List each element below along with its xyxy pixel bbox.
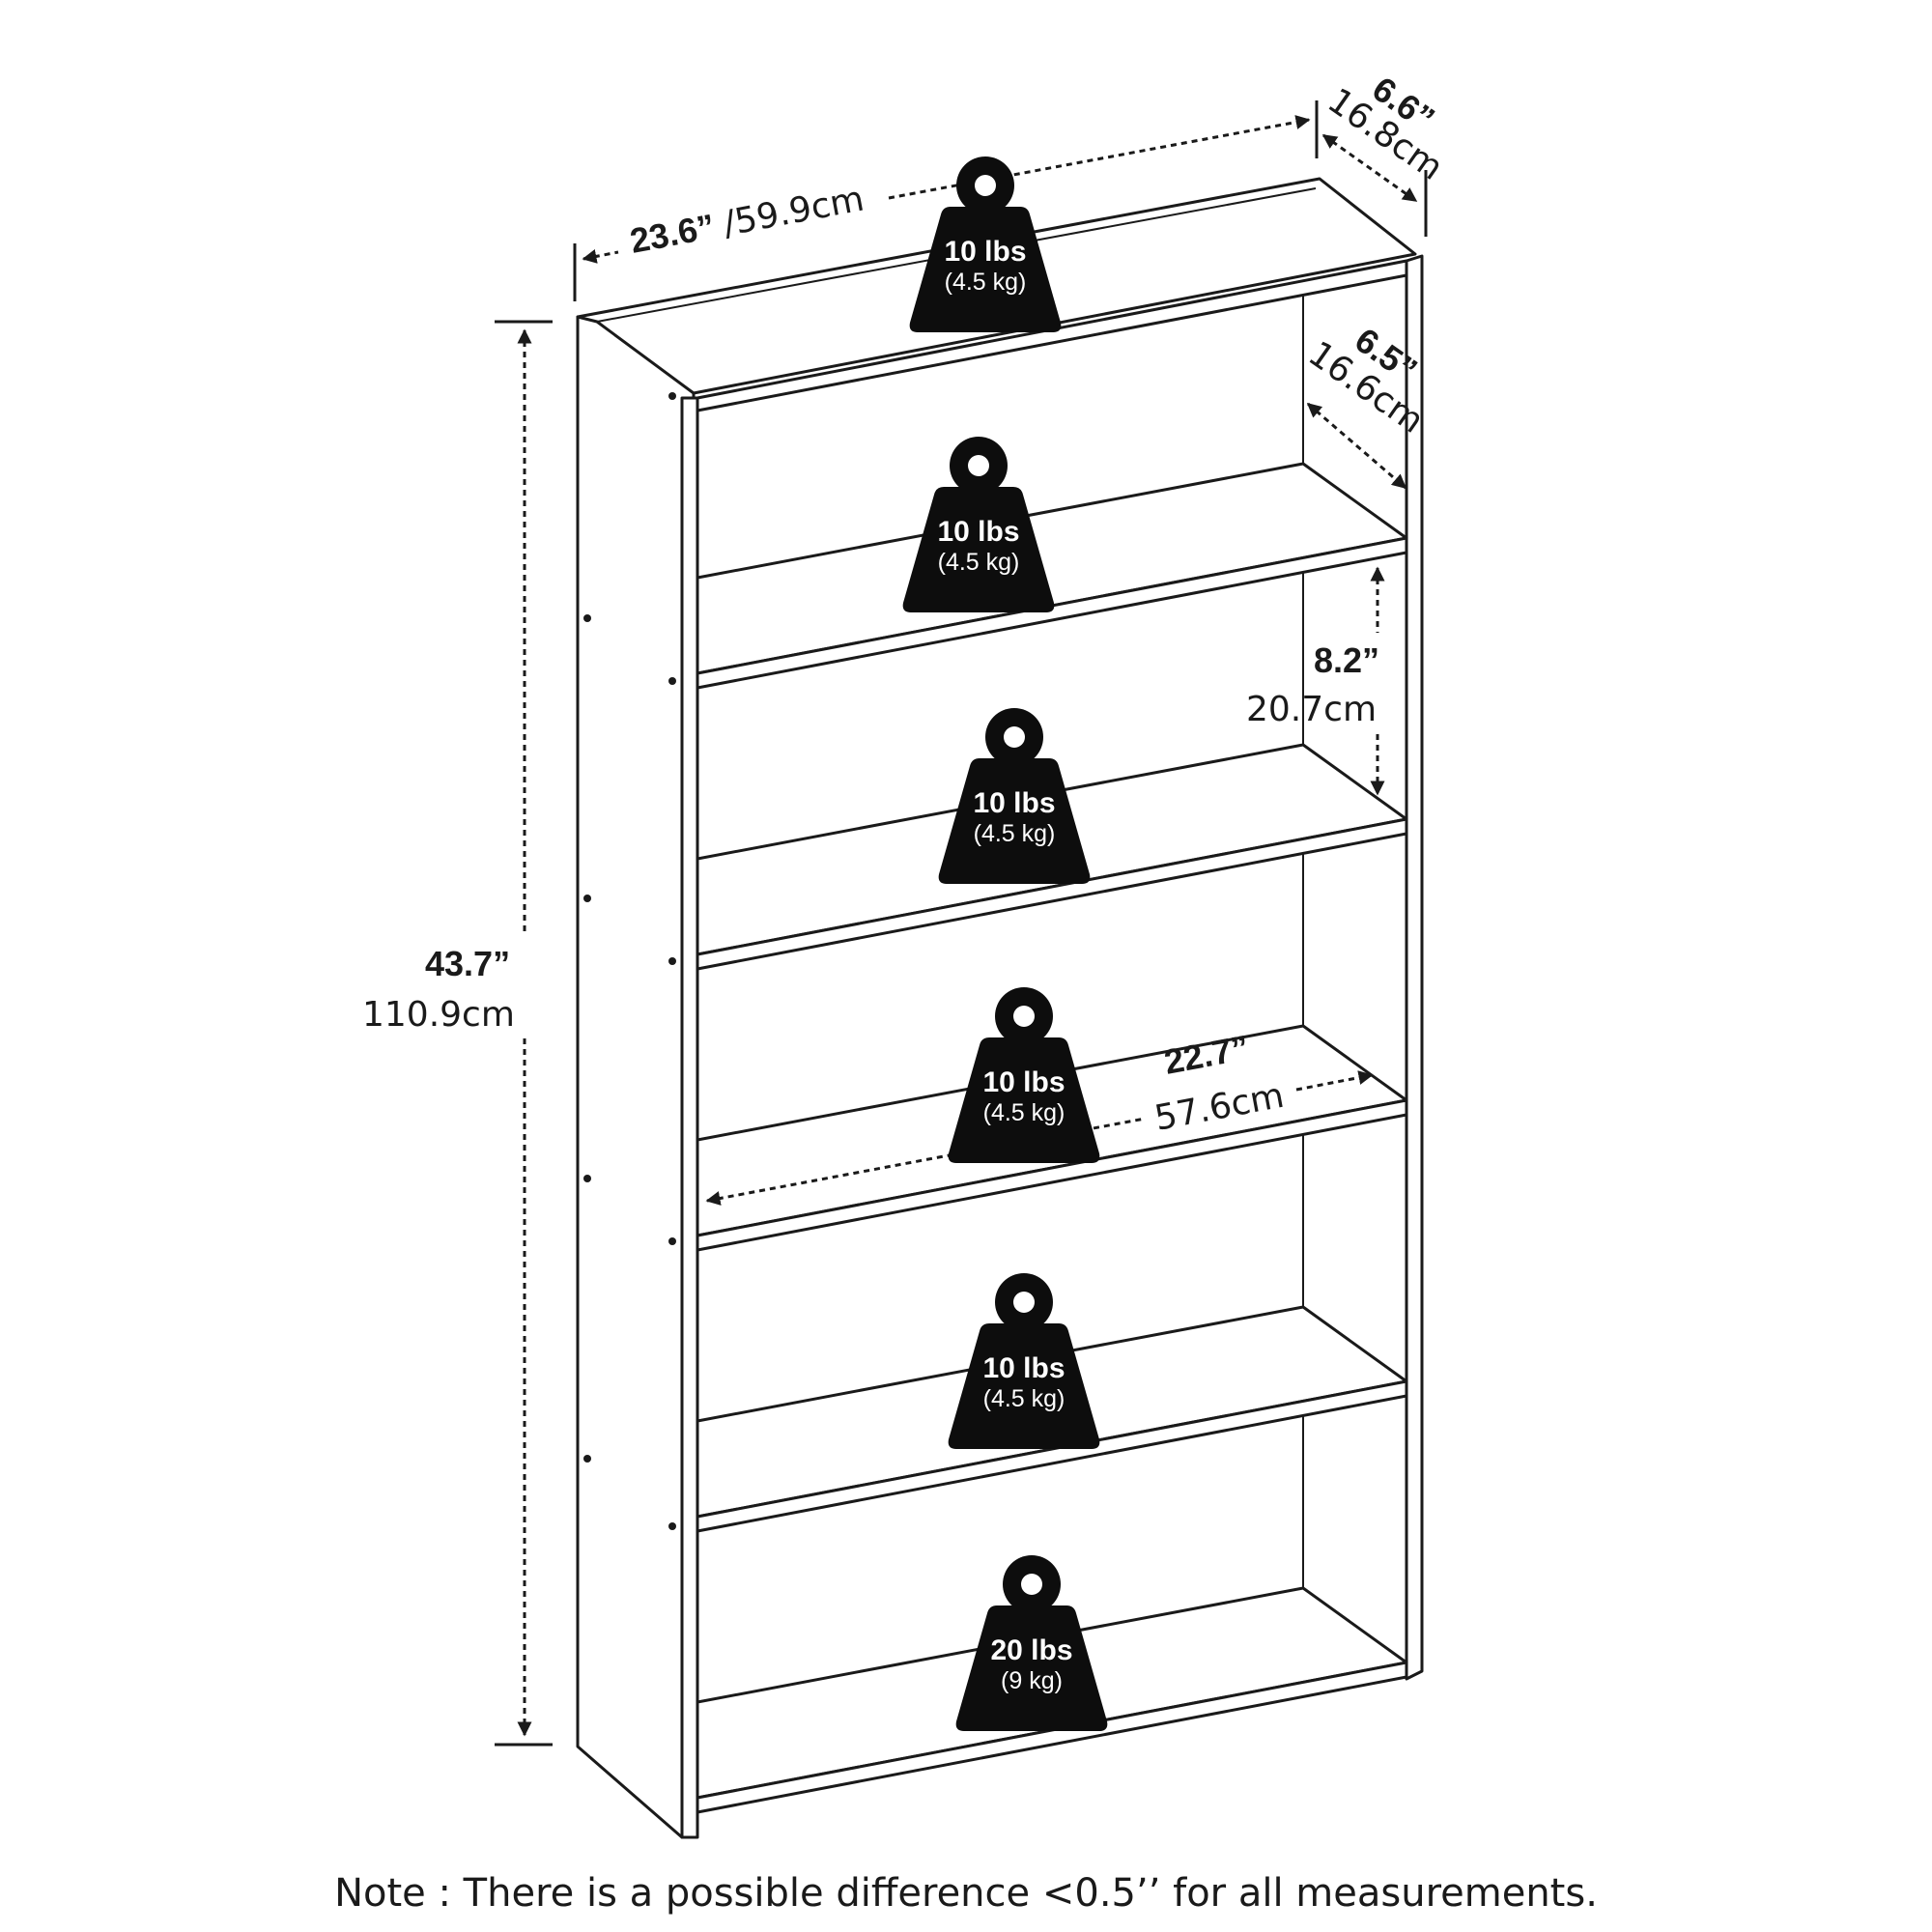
weight-icon: 10 lbs(4.5 kg) bbox=[938, 708, 1091, 884]
weight-lbs-label: 10 lbs bbox=[982, 1066, 1065, 1098]
weight-kg-label: (4.5 kg) bbox=[938, 549, 1020, 576]
shelf-gap-label-in: 8.2” bbox=[1314, 640, 1379, 680]
width-dim-line-right bbox=[888, 115, 1311, 200]
weight-kg-label: (4.5 kg) bbox=[945, 269, 1027, 296]
weight-icon: 10 lbs(4.5 kg) bbox=[902, 437, 1055, 612]
height-label-in: 43.7” bbox=[425, 944, 510, 983]
bookshelf-outline bbox=[576, 177, 1424, 1839]
weight-kg-label: (9 kg) bbox=[1001, 1667, 1063, 1694]
width-dim-line-left bbox=[582, 249, 619, 264]
weight-icon: 10 lbs(4.5 kg) bbox=[948, 987, 1100, 1163]
weight-lbs-label: 20 lbs bbox=[990, 1634, 1072, 1666]
top-inner-board bbox=[696, 259, 1408, 412]
weight-capacity-icons: 10 lbs(4.5 kg)10 lbs(4.5 kg)10 lbs(4.5 k… bbox=[902, 156, 1108, 1731]
left-side-front-edge bbox=[680, 396, 699, 1839]
weight-icon: 20 lbs(9 kg) bbox=[955, 1555, 1108, 1731]
width-label-cm: /59.9cm bbox=[720, 179, 867, 243]
weight-kg-label: (4.5 kg) bbox=[974, 820, 1056, 847]
shelf-depth-dim-line bbox=[1306, 402, 1407, 490]
screw-dots bbox=[583, 392, 676, 1530]
weight-kg-label: (4.5 kg) bbox=[983, 1385, 1065, 1412]
weight-lbs-label: 10 lbs bbox=[973, 787, 1055, 819]
shelf-gap-label-cm: 20.7cm bbox=[1246, 690, 1377, 729]
weight-icon: 10 lbs(4.5 kg) bbox=[909, 156, 1062, 332]
depth-dim-line bbox=[1321, 133, 1418, 203]
width-label-in: 23.6” bbox=[627, 206, 718, 261]
left-side-panel bbox=[576, 315, 696, 1839]
measurement-note: Note : There is a possible difference <0… bbox=[334, 1871, 1598, 1916]
dimension-lines bbox=[495, 100, 1428, 1747]
weight-lbs-label: 10 lbs bbox=[982, 1352, 1065, 1384]
height-label-cm: 110.9cm bbox=[362, 995, 515, 1035]
weight-icon: 10 lbs(4.5 kg) bbox=[948, 1273, 1100, 1449]
weight-lbs-label: 10 lbs bbox=[937, 516, 1019, 548]
inner-width-dim-line-right bbox=[1295, 1070, 1374, 1092]
shelf-1 bbox=[696, 462, 1408, 690]
weight-kg-label: (4.5 kg) bbox=[983, 1099, 1065, 1126]
right-side-panel bbox=[1405, 254, 1424, 1681]
weight-lbs-label: 10 lbs bbox=[944, 236, 1026, 268]
